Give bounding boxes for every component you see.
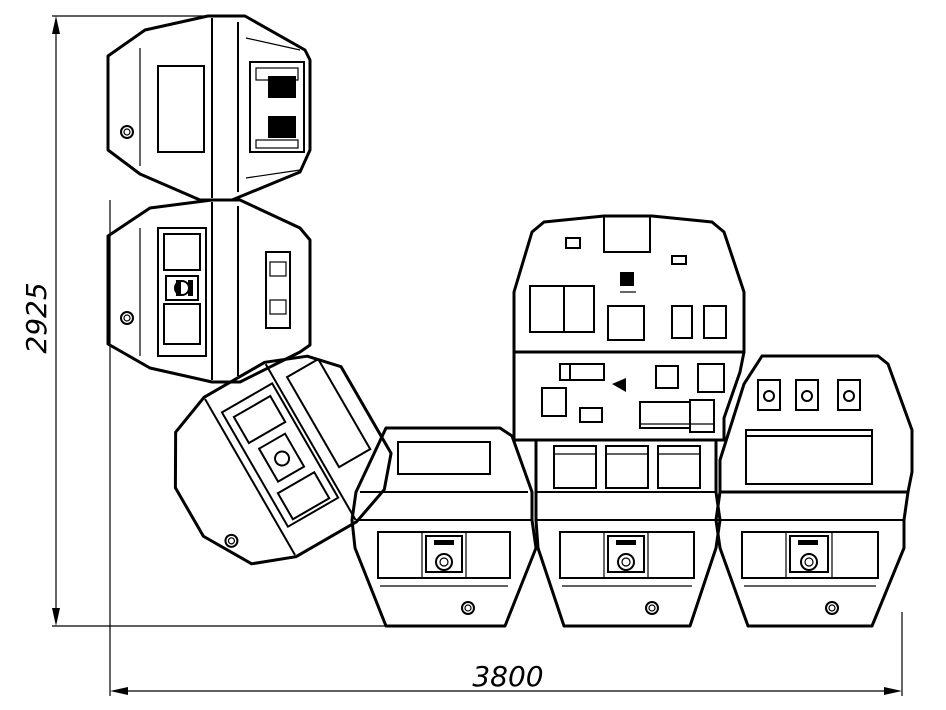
height-dimension-label: 2925 xyxy=(20,282,53,353)
width-dimension: 3800 xyxy=(109,200,903,696)
module-center-top xyxy=(512,214,746,354)
width-dimension-label: 3800 xyxy=(472,660,543,693)
module-bottom-3 xyxy=(714,490,910,628)
module-center-middle xyxy=(512,350,746,442)
module-rotated xyxy=(173,354,393,566)
module-bottom-1 xyxy=(350,426,538,628)
module-bottom-2 xyxy=(534,438,722,628)
height-dimension: 2925 xyxy=(20,15,386,627)
module-mid-left xyxy=(106,198,312,384)
module-top-left xyxy=(106,14,312,202)
module-right xyxy=(718,354,914,494)
